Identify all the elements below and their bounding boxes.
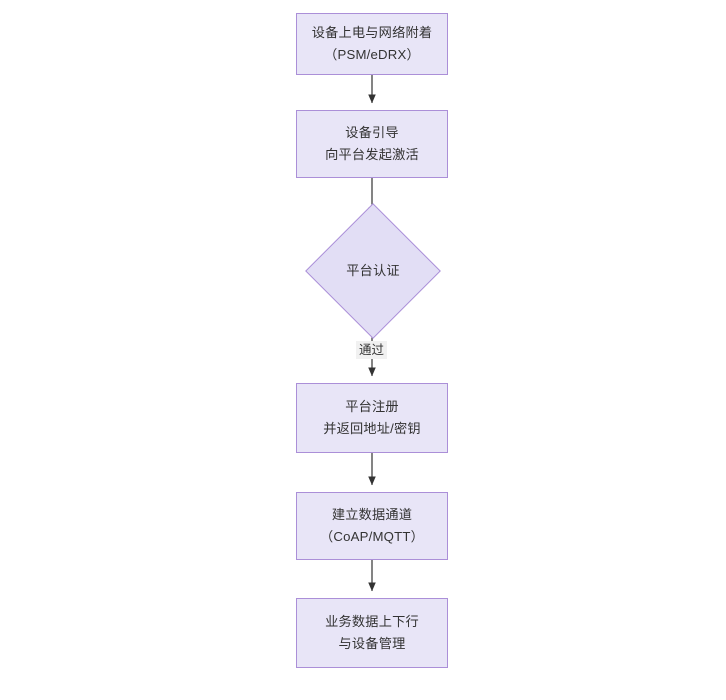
- node-business-data-and-device-management[interactable]: 业务数据上下行 与设备管理: [296, 598, 448, 668]
- node-line: （CoAP/MQTT）: [319, 529, 425, 544]
- node-line: 平台认证: [346, 263, 400, 278]
- node-platform-register[interactable]: 平台注册 并返回地址/密钥: [296, 383, 448, 453]
- node-line: 向平台发起激活: [325, 147, 419, 162]
- node-line: 设备引导: [345, 125, 399, 140]
- node-line: （PSM/eDRX）: [324, 47, 420, 62]
- node-line: 平台注册: [345, 399, 399, 414]
- node-establish-data-channel[interactable]: 建立数据通道 （CoAP/MQTT）: [296, 492, 448, 560]
- node-device-bootstrap[interactable]: 设备引导 向平台发起激活: [296, 110, 448, 178]
- node-platform-auth-decision[interactable]: 平台认证: [305, 203, 441, 339]
- node-line: 业务数据上下行: [325, 614, 419, 629]
- node-line: 设备上电与网络附着: [311, 25, 433, 40]
- edge-label-pass: 通过: [356, 341, 388, 359]
- node-line: 与设备管理: [338, 636, 406, 651]
- node-device-power-on[interactable]: 设备上电与网络附着 （PSM/eDRX）: [296, 13, 448, 75]
- node-line: 并返回地址/密钥: [323, 421, 421, 436]
- node-line: 建立数据通道: [331, 507, 413, 522]
